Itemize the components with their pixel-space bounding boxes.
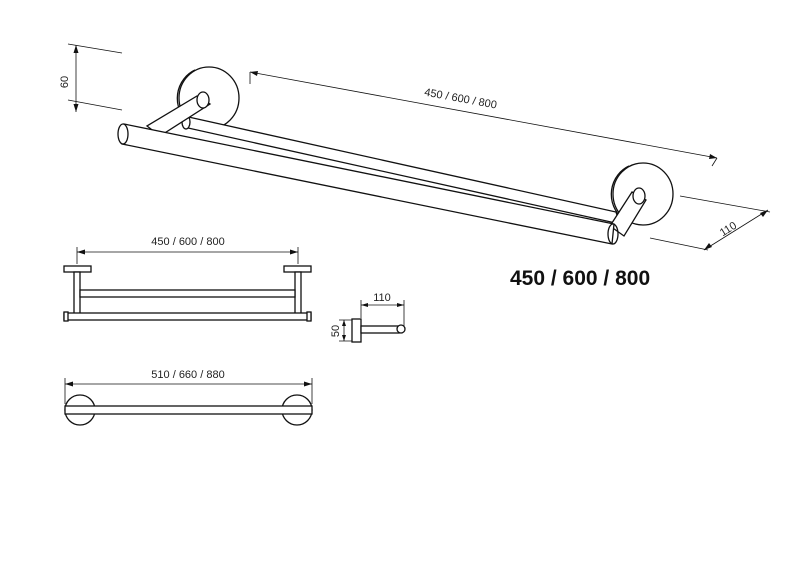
side-view: 110 50 <box>330 292 406 343</box>
right-arm <box>609 187 647 237</box>
iso-length-label: 450 / 600 / 800 <box>423 87 497 112</box>
top-overall-label: 510 / 660 / 880 <box>151 369 224 381</box>
top-view-bar <box>64 405 313 415</box>
top-view: 510 / 660 / 880 <box>64 369 313 426</box>
iso-depth-label: 110 <box>718 220 739 239</box>
right-flange <box>283 265 312 273</box>
front-width-dimension: 450 / 600 / 800 <box>76 236 299 264</box>
right-post <box>294 271 302 317</box>
side-bar-end <box>396 324 406 334</box>
side-arm <box>360 325 400 334</box>
side-height-label: 50 <box>330 325 342 337</box>
front-view: 450 / 600 / 800 <box>63 236 312 322</box>
iso-height-dimension: 60 <box>59 43 123 112</box>
left-post <box>73 271 81 317</box>
left-flange <box>63 265 92 273</box>
front-width-label: 450 / 600 / 800 <box>151 236 224 248</box>
front-view-lower-bar <box>63 312 312 321</box>
front-bar <box>117 123 619 245</box>
top-overall-dimension: 510 / 660 / 880 <box>64 369 313 404</box>
side-depth-dimension: 110 <box>360 292 405 330</box>
side-wall-plate <box>351 318 362 343</box>
isometric-view: 60 450 / 600 / 800 110 <box>59 43 771 251</box>
side-depth-label: 110 <box>373 292 391 304</box>
iso-height-label: 60 <box>59 76 71 88</box>
front-view-upper-bar <box>79 289 296 298</box>
size-variants-label: 450 / 600 / 800 <box>510 267 650 290</box>
